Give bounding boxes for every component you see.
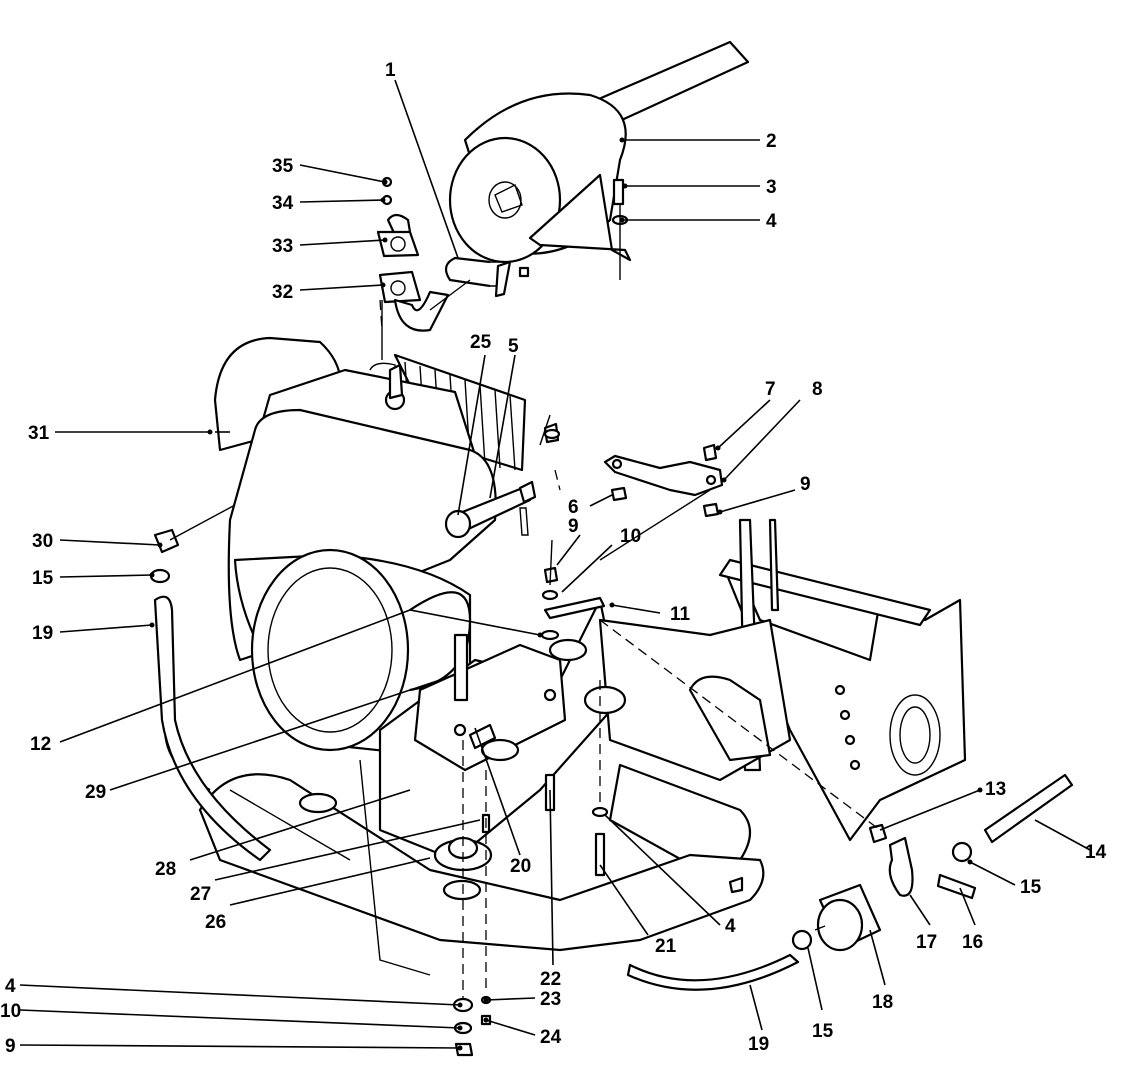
muffler-clamp	[444, 256, 530, 298]
callout-3: 3	[766, 177, 777, 198]
callout-4: 4	[766, 211, 777, 232]
callout-13: 13	[985, 779, 1006, 800]
fuel-line-parts	[149, 528, 1074, 991]
callout-33: 33	[272, 236, 293, 257]
callout-8: 8	[812, 379, 823, 400]
callout-19: 19	[748, 1034, 769, 1055]
assembly-lines	[169, 205, 881, 1000]
callout-5: 5	[508, 336, 519, 357]
callout-22: 22	[540, 969, 561, 990]
callout-34: 34	[272, 193, 294, 214]
callout-15: 15	[812, 1021, 834, 1042]
callout-9: 9	[568, 516, 579, 537]
callout-27: 27	[190, 884, 211, 905]
callout-25: 25	[470, 332, 492, 353]
callout-labels: 1 2 3 4 5 6 7 8 9 9 10 11 12 13 14 15 15…	[0, 60, 1107, 1057]
callout-10: 10	[620, 526, 641, 547]
callout-35: 35	[272, 156, 294, 177]
callout-24: 24	[540, 1027, 562, 1048]
callout-15: 15	[1020, 877, 1042, 898]
callout-2: 2	[766, 131, 777, 152]
callout-4: 4	[725, 916, 736, 937]
breather-hose	[444, 480, 537, 539]
callout-4: 4	[5, 976, 16, 997]
callout-14: 14	[1085, 842, 1107, 863]
callout-18: 18	[872, 992, 893, 1013]
callout-23: 23	[540, 989, 561, 1010]
callout-31: 31	[28, 423, 50, 444]
callout-15: 15	[32, 568, 54, 589]
callout-16: 16	[962, 932, 983, 953]
callout-10: 10	[0, 1001, 21, 1022]
muffler	[448, 40, 750, 264]
callout-7: 7	[765, 379, 776, 400]
callout-30: 30	[32, 531, 53, 552]
callout-32: 32	[272, 282, 293, 303]
callout-26: 26	[205, 912, 226, 933]
callout-9: 9	[5, 1036, 16, 1057]
callout-19: 19	[32, 623, 53, 644]
callout-17: 17	[916, 932, 937, 953]
callout-6: 6	[568, 497, 579, 518]
callout-12: 12	[30, 734, 51, 755]
engine	[213, 336, 527, 762]
exhaust-pipe	[369, 176, 450, 396]
callout-21: 21	[655, 936, 677, 957]
callout-9: 9	[800, 474, 811, 495]
callout-11: 11	[670, 604, 691, 625]
leader-lines	[19, 79, 1091, 1049]
frame	[163, 518, 967, 976]
leader-dots	[149, 137, 983, 1051]
callout-1: 1	[385, 60, 396, 81]
callout-29: 29	[85, 782, 106, 803]
callout-20: 20	[510, 856, 531, 877]
callout-28: 28	[155, 859, 176, 880]
